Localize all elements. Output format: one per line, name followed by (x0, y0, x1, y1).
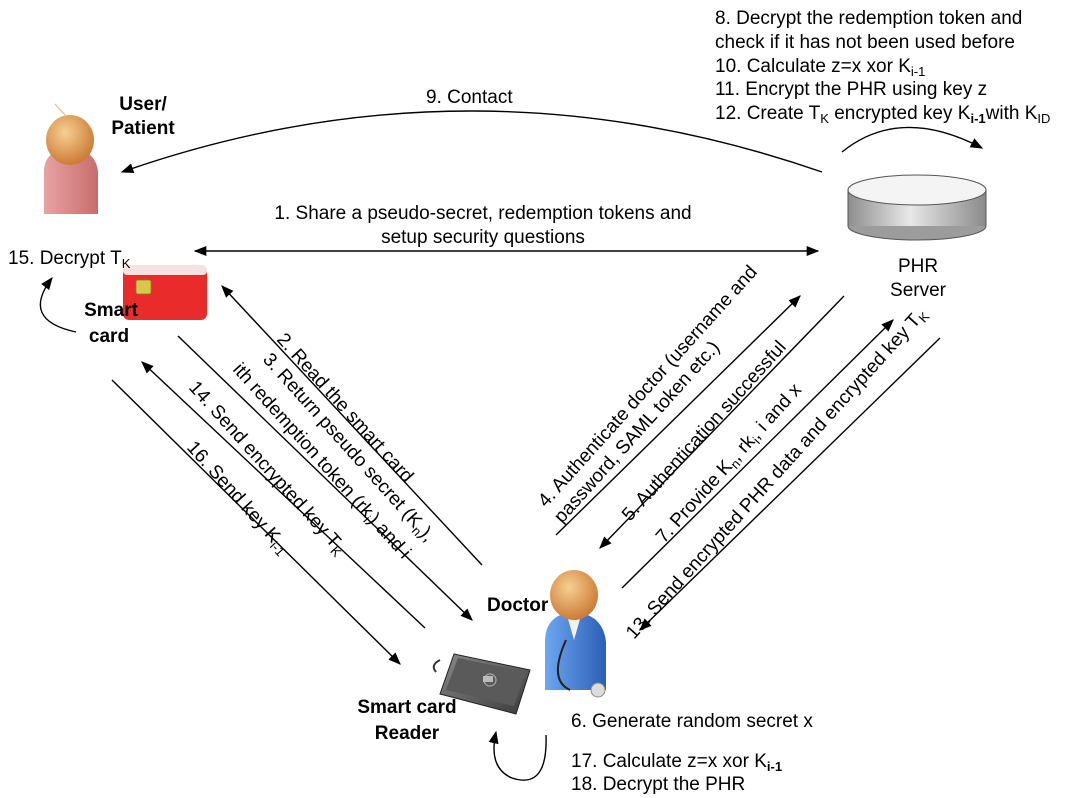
arrow-user-self (39, 276, 77, 333)
card-reader-icon (432, 653, 531, 715)
step-10: 10. Calculate z=x xor Ki-1 (715, 56, 925, 79)
step-3-line1: 3. Return pseudo secret (Kn), (257, 349, 439, 547)
smart-card-icon (123, 265, 207, 320)
arrows (39, 110, 984, 781)
step-8-line2: check if it has not been used before (715, 32, 1015, 53)
doctor-label: Doctor (487, 595, 549, 616)
reader-label-line1: Smart card (357, 697, 456, 718)
step-16: 16. Send key Ki-1 (181, 437, 294, 559)
arrow-send-enc-key (141, 361, 426, 629)
reader-label-line2: Reader (375, 723, 440, 744)
user-icon (44, 103, 98, 214)
user-label-line1: User/ (119, 94, 167, 115)
smart-card-label-line1: Smart (84, 300, 139, 321)
step-17: 17. Calculate z=x xor Ki-1 (571, 751, 782, 774)
arrow-provide (621, 319, 894, 589)
step-12: 12. Create TK encrypted key Ki-1with KID (715, 103, 1050, 126)
step-9: 9. Contact (426, 87, 513, 108)
arrow-reader-self (488, 730, 547, 781)
step-6: 6. Generate random secret x (571, 711, 813, 732)
arrow-contact (120, 110, 823, 174)
arrow-auth-success (599, 295, 845, 549)
server-label-line2: Server (890, 280, 947, 301)
step-2: 2. Read the smart card (272, 329, 417, 487)
step-11: 11. Encrypt the PHR using key z (715, 79, 987, 100)
arrow-return-secret (177, 335, 473, 621)
smart-card-label-line2: card (89, 326, 129, 347)
doctor-icon (545, 570, 606, 698)
arrow-send-phr (639, 337, 941, 631)
database-icon (847, 174, 987, 241)
step-1-line1: 1. Share a pseudo-secret, redemption tok… (274, 203, 691, 224)
step-15: 15. Decrypt TK (8, 248, 131, 271)
step-18: 18. Decrypt the PHR (571, 774, 745, 795)
arrow-authenticate (555, 295, 801, 536)
server-label-line1: PHR (898, 256, 938, 277)
arrow-read-card (221, 285, 483, 566)
step-8-line1: 8. Decrypt the redemption token and (715, 8, 1022, 29)
user-label-line2: Patient (111, 118, 175, 139)
arrow-send-key (111, 379, 401, 665)
arrow-server-self (841, 126, 984, 153)
step-1-line2: setup security questions (381, 227, 585, 248)
